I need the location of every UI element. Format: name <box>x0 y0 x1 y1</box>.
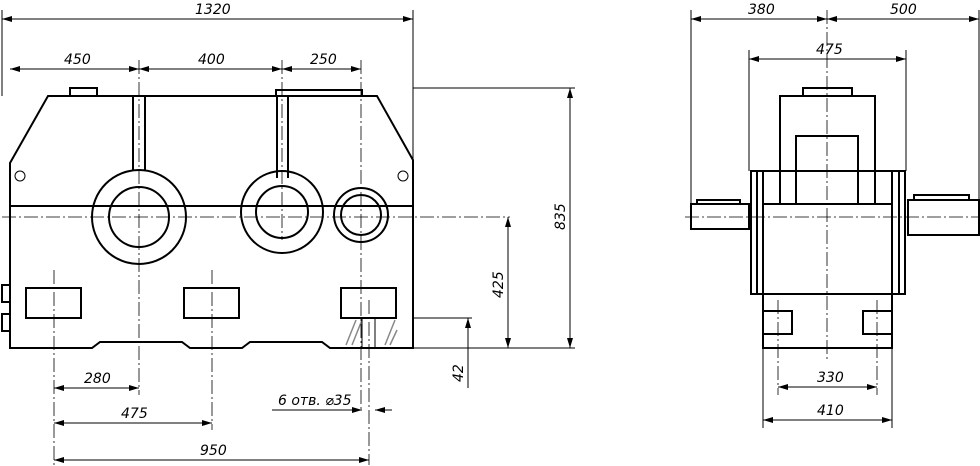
dim-475-side: 475 <box>816 42 843 58</box>
dim-280: 280 <box>84 371 111 387</box>
dim-1320: 1320 <box>195 2 231 18</box>
dim-835: 835 <box>553 203 569 230</box>
dim-400: 400 <box>198 52 225 68</box>
side-view: 380 500 475 330 410 <box>685 2 980 428</box>
holes-note: 6 отв. ⌀35 <box>278 393 352 409</box>
dim-410: 410 <box>817 403 844 419</box>
dim-500: 500 <box>890 2 917 18</box>
dim-950: 950 <box>200 443 227 459</box>
dim-475: 475 <box>121 406 148 422</box>
dim-42: 42 <box>451 364 467 382</box>
dim-380: 380 <box>748 2 775 18</box>
dim-330: 330 <box>817 370 844 386</box>
dim-250: 250 <box>310 52 337 68</box>
front-view: 1320 450 400 250 835 425 42 280 475 950 … <box>1 2 575 465</box>
dim-450: 450 <box>64 52 91 68</box>
dim-425: 425 <box>491 271 507 298</box>
